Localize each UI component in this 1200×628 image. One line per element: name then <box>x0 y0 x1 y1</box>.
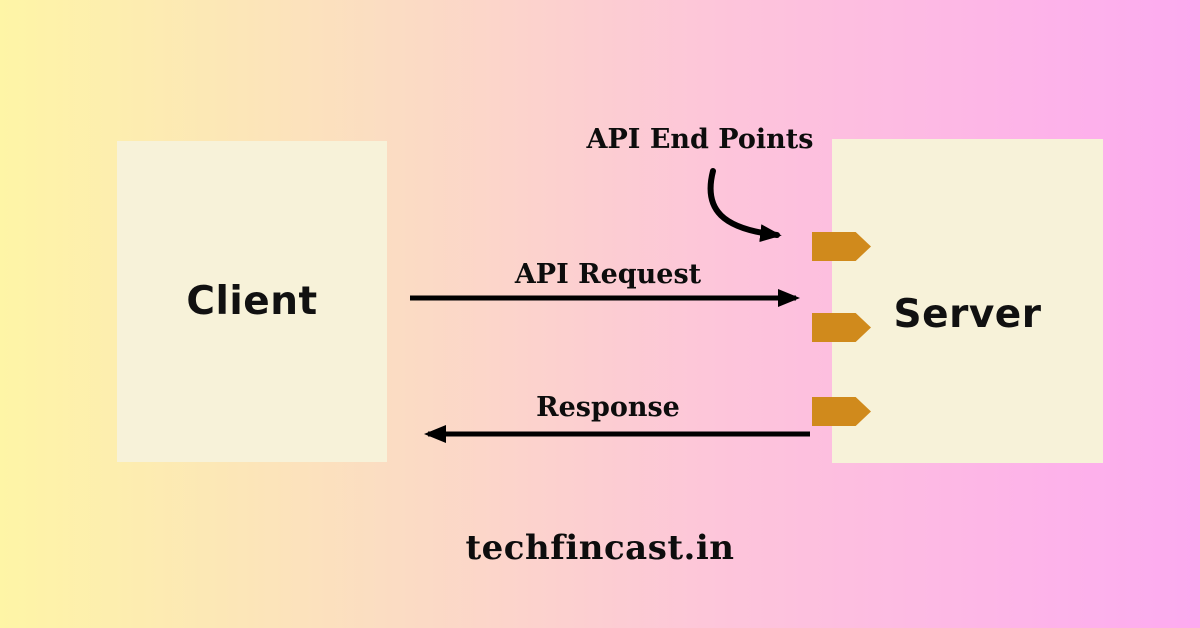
api-endpoints-label: API End Points <box>586 124 814 155</box>
response-label: Response <box>536 392 680 423</box>
api-request-label: API Request <box>514 259 702 290</box>
client-box: Client <box>117 141 387 462</box>
client-box-label: Client <box>186 279 318 324</box>
server-box: Server <box>832 139 1103 463</box>
watermark-text: techfincast.in <box>465 528 735 568</box>
server-box-label: Server <box>893 291 1042 337</box>
api-endpoints-pointer-arrow <box>707 168 782 243</box>
